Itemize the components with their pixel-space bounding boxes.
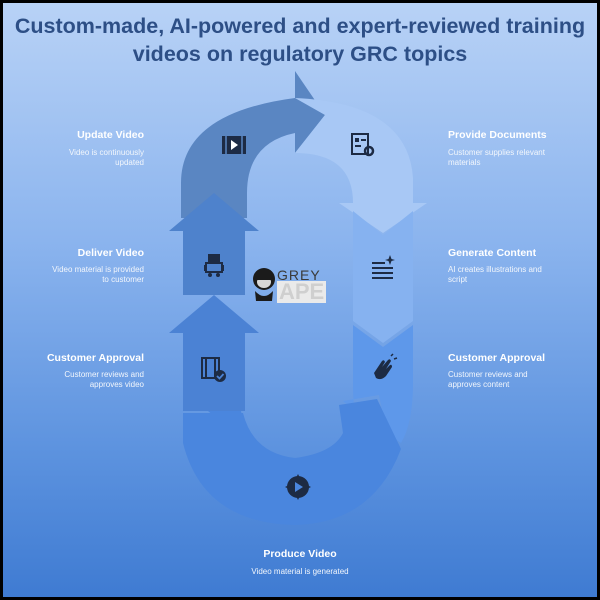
segment-provide-documents [295, 98, 427, 233]
step-desc-deliver-video: Video material is provided to customer [52, 265, 144, 284]
step-title-update-video: Update Video [77, 129, 144, 141]
play-gear-icon [284, 473, 312, 501]
step-title-deliver-video: Deliver Video [77, 247, 144, 259]
step-title-customer-approval-content: Customer Approval [448, 352, 546, 364]
step-title-provide-documents: Provide Documents [448, 129, 547, 141]
segment-produce-video [183, 399, 401, 525]
logo-text-grey: GREY [277, 267, 321, 283]
ai-text-icon [369, 253, 397, 281]
segment-produce-video-arrowhead [208, 411, 247, 443]
delivery-robot-icon [200, 251, 228, 279]
segment-approval-content [343, 325, 413, 443]
logo-text-ape: APE [277, 279, 327, 304]
process-cycle [169, 71, 427, 525]
video-player-icon [219, 133, 249, 157]
step-desc-produce-video: Video material is generated [251, 567, 349, 576]
step-title-generate-content: Generate Content [448, 247, 537, 259]
segment-approval-video [169, 295, 259, 411]
step-desc-generate-content: AI creates illustrations and script [448, 265, 542, 284]
step-title-customer-approval-video: Customer Approval [46, 352, 144, 364]
clapping-hands-icon [369, 353, 399, 383]
segment-update-video [181, 71, 325, 218]
step-desc-customer-approval-video: Customer reviews and approves video [64, 370, 144, 389]
document-gear-icon [349, 131, 377, 159]
film-check-icon [199, 355, 229, 385]
segment-deliver-video [169, 193, 259, 295]
step-title-produce-video: Produce Video [263, 548, 337, 560]
step-desc-provide-documents: Customer supplies relevant materials [448, 148, 545, 167]
page-title: Custom-made, AI-powered and expert-revie… [14, 14, 586, 66]
grey-ape-logo: GREY APE [250, 265, 336, 309]
step-desc-customer-approval-content: Customer reviews and approves content [448, 370, 528, 389]
infographic: Custom-made, AI-powered and expert-revie… [3, 3, 597, 597]
step-desc-update-video: Video is continuously updated [68, 148, 144, 167]
monkey-face-icon [250, 267, 278, 308]
